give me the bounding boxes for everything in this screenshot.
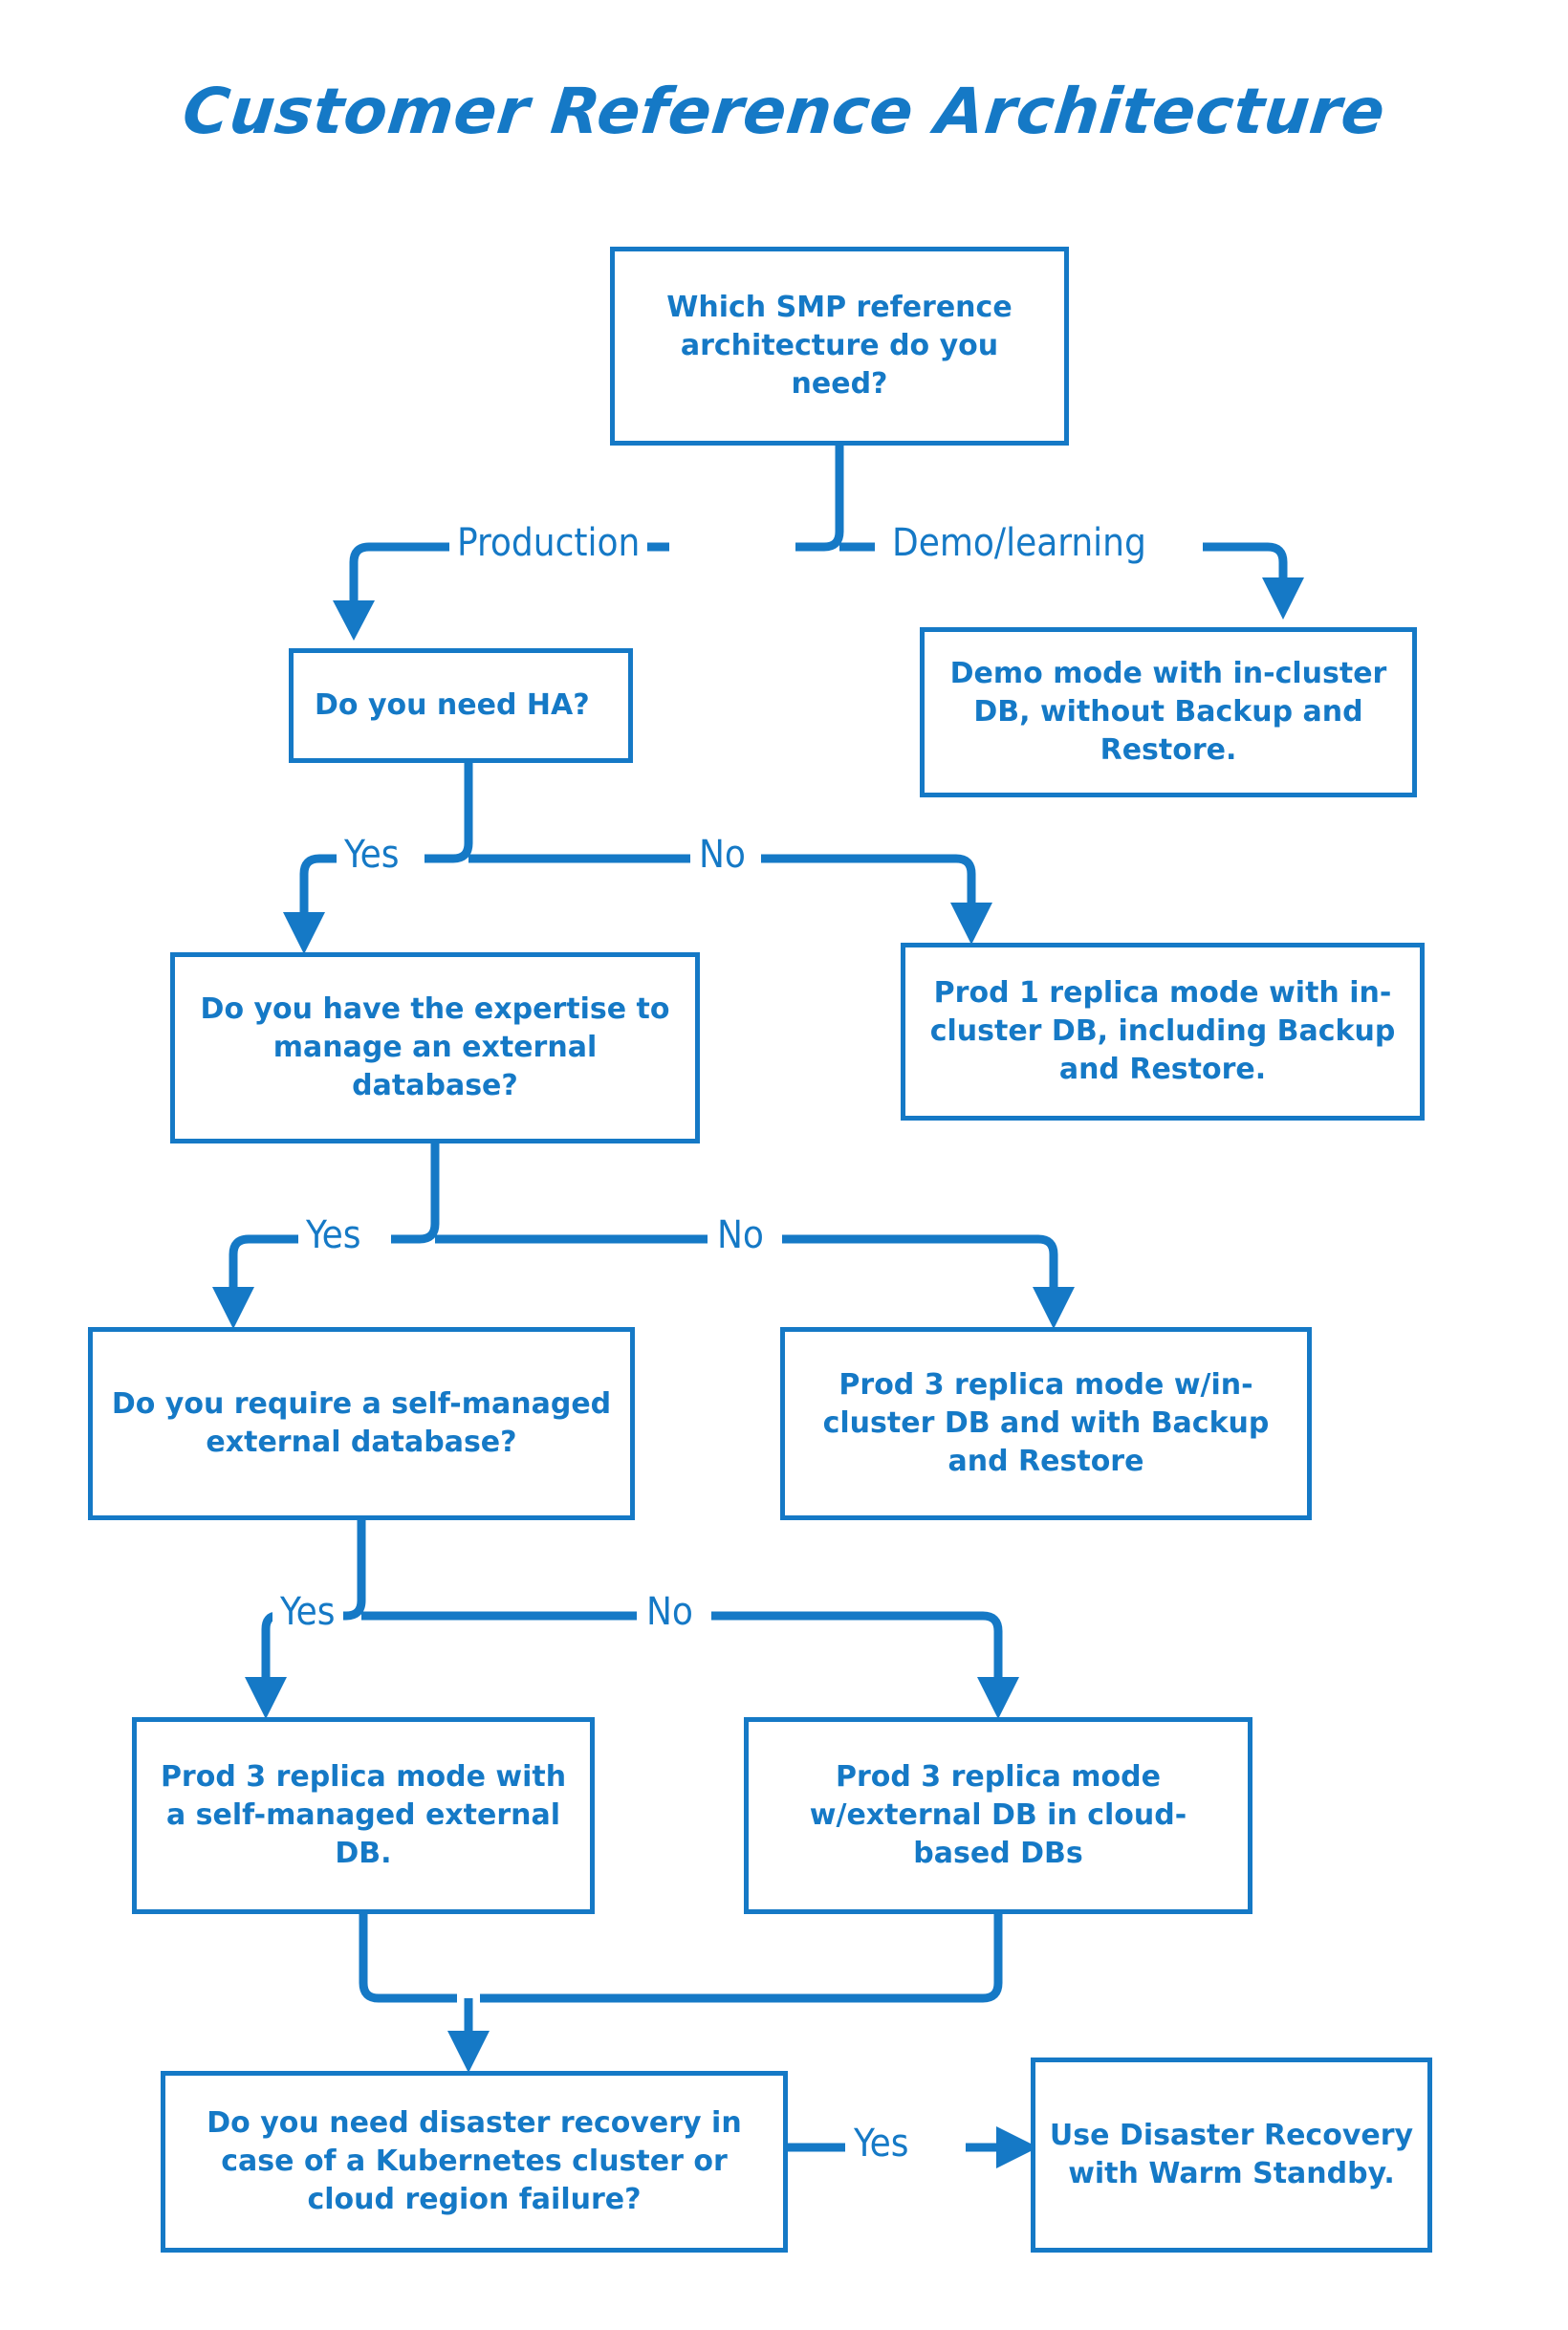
edge-label-selfmanaged-no: No <box>639 1593 701 1631</box>
edge-selfmanaged-no-h2 <box>711 1611 1003 1683</box>
edge-prod3-cloud-down <box>480 1914 1003 2003</box>
node-demo-mode[interactable]: Demo mode with in-cluster DB, without Ba… <box>920 627 1417 797</box>
node-ha-question-label: Do you need HA? <box>315 688 590 723</box>
node-prod3-incluster[interactable]: Prod 3 replica mode w/in-cluster DB and … <box>780 1327 1312 1520</box>
edge-label-dr-yes: Yes <box>846 2124 917 2163</box>
edge-label-expertise-no: No <box>709 1216 772 1254</box>
arrow-to-prod1-replica <box>950 903 992 945</box>
node-prod3-selfmanaged-label: Prod 3 replica mode with a self-managed … <box>160 1760 567 1870</box>
edge-label-demo-learning: Demo/learning <box>884 524 1154 562</box>
node-selfmanaged-question-label: Do you require a self-managed external d… <box>111 1387 612 1459</box>
node-ha-question[interactable]: Do you need HA? <box>289 648 633 763</box>
edge-label-production: Production <box>449 524 648 562</box>
edge-ha-yes-h <box>299 854 344 918</box>
node-dr-question[interactable]: Do you need disaster recovery in case of… <box>161 2071 788 2253</box>
edge-expertise-no-h2 <box>782 1234 1058 1293</box>
edge-label-ha-yes: Yes <box>337 836 407 874</box>
node-prod1-replica-label: Prod 1 replica mode with in-cluster DB, … <box>929 976 1396 1086</box>
edge-label-selfmanaged-yes: Yes <box>272 1593 343 1631</box>
arrow-to-dr-question <box>447 2031 490 2073</box>
edge-label-expertise-yes: Yes <box>298 1216 369 1254</box>
edge-root-stem <box>795 446 844 552</box>
arrow-to-prod3-cloud <box>977 1677 1019 1719</box>
node-expertise-question[interactable]: Do you have the expertise to manage an e… <box>170 952 700 1143</box>
edge-ha-no-h2 <box>761 854 976 908</box>
edge-prod3-selfmanaged-down <box>359 1914 457 2003</box>
node-prod3-selfmanaged[interactable]: Prod 3 replica mode with a self-managed … <box>132 1717 595 1914</box>
node-root-question[interactable]: Which SMP reference architecture do you … <box>610 247 1069 446</box>
node-dr-answer-label: Use Disaster Recovery with Warm Standby. <box>1049 2119 1414 2190</box>
arrow-to-expertise-question <box>283 912 325 954</box>
node-demo-mode-label: Demo mode with in-cluster DB, without Ba… <box>949 657 1387 767</box>
node-dr-question-label: Do you need disaster recovery in case of… <box>207 2106 742 2216</box>
edge-root-to-production-corner <box>349 542 461 607</box>
arrow-to-demo-mode <box>1262 577 1304 620</box>
arrow-to-selfmanaged-question <box>212 1287 254 1329</box>
node-selfmanaged-question[interactable]: Do you require a self-managed external d… <box>88 1327 635 1520</box>
node-expertise-question-label: Do you have the expertise to manage an e… <box>200 992 670 1102</box>
edge-expertise-stem <box>391 1143 440 1244</box>
node-prod1-replica[interactable]: Prod 1 replica mode with in-cluster DB, … <box>901 943 1425 1121</box>
edge-ha-stem <box>425 763 473 863</box>
edge-expertise-yes-h <box>229 1234 306 1293</box>
node-prod3-cloud-label: Prod 3 replica mode w/external DB in clo… <box>809 1760 1187 1870</box>
arrow-to-ha-question <box>333 600 375 641</box>
node-dr-answer[interactable]: Use Disaster Recovery with Warm Standby. <box>1031 2058 1432 2253</box>
edge-selfmanaged-stem <box>325 1520 366 1621</box>
node-root-question-label: Which SMP reference architecture do you … <box>666 291 1013 401</box>
arrow-to-dr-answer <box>996 2126 1038 2168</box>
edge-label-ha-no: No <box>691 836 753 874</box>
node-prod3-cloud[interactable]: Prod 3 replica mode w/external DB in clo… <box>744 1717 1252 1914</box>
arrow-to-prod3-incluster <box>1033 1287 1075 1329</box>
node-prod3-incluster-label: Prod 3 replica mode w/in-cluster DB and … <box>822 1368 1270 1478</box>
edge-root-to-demo-h2 <box>1203 542 1288 583</box>
arrow-to-prod3-selfmanaged <box>245 1677 287 1719</box>
